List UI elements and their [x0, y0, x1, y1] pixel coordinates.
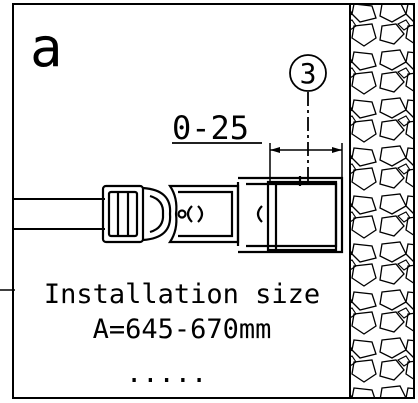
caption-line-3: .....: [126, 358, 207, 389]
callout-3: 3: [289, 54, 327, 182]
connector-profile: [167, 182, 263, 246]
wall-channel: [238, 176, 344, 254]
caption-line-2: A=645-670mm: [93, 314, 272, 345]
dimension-label: 0-25: [172, 109, 249, 147]
caption-line-1: Installation size: [44, 279, 320, 310]
glass-panel: [13, 198, 105, 230]
caption: Installation size A=645-670mm .....: [44, 279, 320, 389]
seal-profile: [101, 184, 172, 244]
stone-wall: [349, 5, 413, 397]
panel-frame: [12, 3, 415, 399]
dimension-indicator: 0-25: [172, 109, 343, 182]
callout-number: 3: [300, 57, 317, 90]
panel-letter: a: [30, 16, 63, 79]
